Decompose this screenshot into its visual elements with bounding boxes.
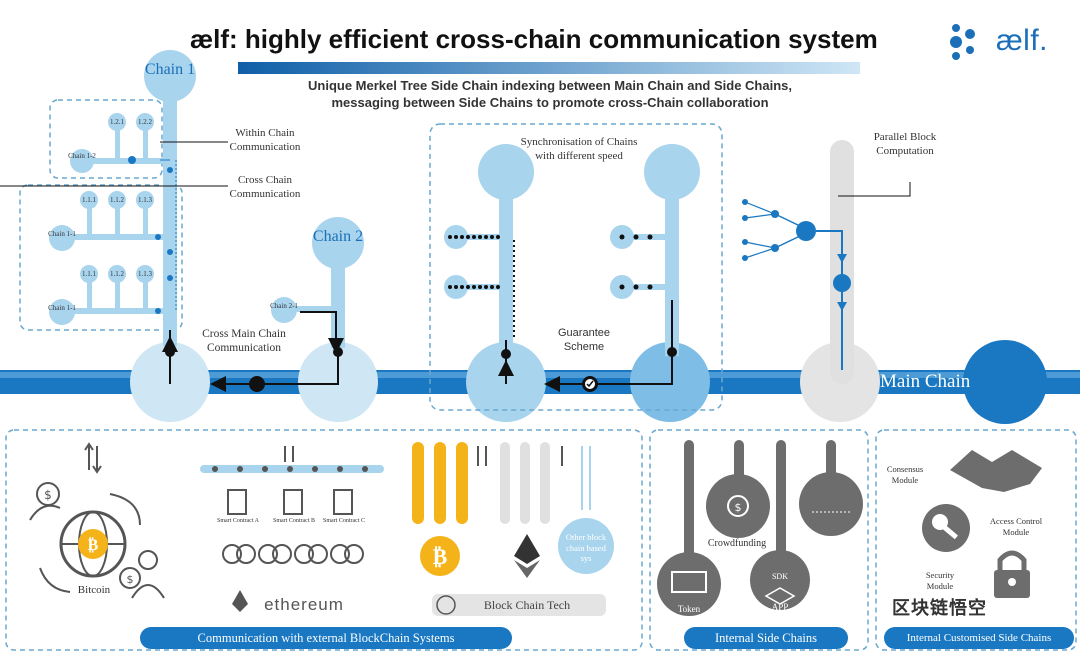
sync-box bbox=[429, 123, 723, 411]
arrows-up-down-icon bbox=[84, 442, 102, 474]
access-control-label: Access Control Module bbox=[989, 516, 1043, 537]
page-subtitle: Unique Merkel Tree Side Chain indexing b… bbox=[240, 78, 860, 112]
chain12-label: Chain 1-2 bbox=[68, 152, 96, 160]
cross-chain-label: Cross Chain Communication bbox=[229, 174, 301, 200]
chain2-tower bbox=[271, 217, 364, 348]
guarantee-label: Guarantee Scheme bbox=[558, 327, 610, 353]
aelf-logo-text: ælf. bbox=[996, 24, 1049, 57]
svg-text:$: $ bbox=[127, 573, 134, 586]
block-chain-tech-label: Block Chain Tech bbox=[483, 598, 571, 612]
chain1-tower bbox=[49, 50, 196, 346]
svg-text:₿: ₿ bbox=[433, 545, 448, 570]
other-system-label: Other block chain based sys bbox=[565, 532, 607, 564]
main-node-4 bbox=[630, 342, 710, 422]
node-122: 1.2.2 bbox=[138, 118, 152, 126]
crowdfunding-label: Crowdfunding bbox=[707, 538, 767, 549]
within-chain-label: Within Chain Communication bbox=[229, 127, 301, 153]
node-113-lower: 1.1.3 bbox=[138, 270, 152, 278]
custom-box bbox=[875, 429, 1077, 651]
main-chain-label: Main Chain bbox=[880, 371, 971, 392]
block-chain-tech-icons: ₿ bbox=[412, 442, 614, 616]
consensus-module-label: Consensus Module bbox=[886, 464, 924, 485]
node-121: 1.2.1 bbox=[110, 118, 124, 126]
parallel-tower bbox=[742, 140, 911, 384]
pill-external-systems: Communication with external BlockChain S… bbox=[140, 627, 512, 649]
node-112-upper: 1.1.2 bbox=[110, 196, 124, 204]
chain21-label: Chain 2-1 bbox=[270, 302, 298, 310]
internal-side-chains-icons: $ bbox=[657, 440, 863, 616]
custom-side-chains-icons bbox=[922, 450, 1042, 598]
bitcoin-label: Bitcoin bbox=[77, 584, 111, 596]
svg-text:$: $ bbox=[44, 488, 52, 502]
ethereum-label: ethereum bbox=[264, 595, 344, 614]
security-module-label: Security Module bbox=[925, 570, 955, 591]
node-111-upper: 1.1.1 bbox=[82, 196, 96, 204]
app-label: APP bbox=[771, 602, 789, 612]
pill-internal-side-chains: Internal Side Chains bbox=[684, 627, 848, 649]
token-label: Token bbox=[677, 604, 701, 614]
smart-contract-b-label: Smart Contract B bbox=[273, 518, 315, 524]
pill-custom-side-chains: Internal Customised Side Chains bbox=[884, 627, 1074, 649]
chain11-label-upper: Chain 1-1 bbox=[48, 230, 76, 238]
cross-chain-box bbox=[19, 184, 183, 331]
within-chain-box bbox=[49, 99, 163, 179]
chain11-label-lower: Chain 1-1 bbox=[48, 304, 76, 312]
main-node-6 bbox=[963, 340, 1047, 424]
subtitle-line-2: messaging between Side Chains to promote… bbox=[331, 94, 769, 110]
node-111-lower: 1.1.1 bbox=[82, 270, 96, 278]
node-113-upper: 1.1.3 bbox=[138, 196, 152, 204]
internal-box bbox=[649, 429, 869, 651]
synchronisation-label: Synchronisation of Chains with different… bbox=[520, 136, 638, 162]
smart-contract-a-label: Smart Contract A bbox=[217, 518, 259, 524]
bitcoin-globe-icon: ₿ $ $ bbox=[29, 482, 165, 599]
svg-text:$: $ bbox=[735, 501, 742, 514]
watermark-text: 区块链悟空 bbox=[892, 598, 987, 619]
page-title: ælf: highly efficient cross-chain commun… bbox=[190, 24, 878, 54]
chain2-label: Chain 2 bbox=[312, 228, 364, 245]
title-underline bbox=[238, 62, 860, 74]
sync-dots bbox=[448, 234, 653, 290]
chain1-label: Chain 1 bbox=[144, 61, 196, 78]
svg-text:₿: ₿ bbox=[88, 535, 99, 554]
node-112-lower: 1.1.2 bbox=[110, 270, 124, 278]
ethereum-chain-icon bbox=[200, 446, 384, 612]
aelf-logo-icon bbox=[950, 24, 975, 60]
sync-towers bbox=[444, 144, 700, 356]
smart-contract-c-label: Smart Contract C bbox=[323, 518, 365, 524]
subtitle-line-1: Unique Merkel Tree Side Chain indexing b… bbox=[308, 78, 792, 93]
sdk-label: SDK bbox=[771, 572, 788, 581]
external-box bbox=[5, 429, 643, 651]
parallel-block-label: Parallel Block Computation bbox=[873, 131, 937, 157]
cross-main-chain-label: Cross Main Chain Communication bbox=[202, 328, 286, 355]
